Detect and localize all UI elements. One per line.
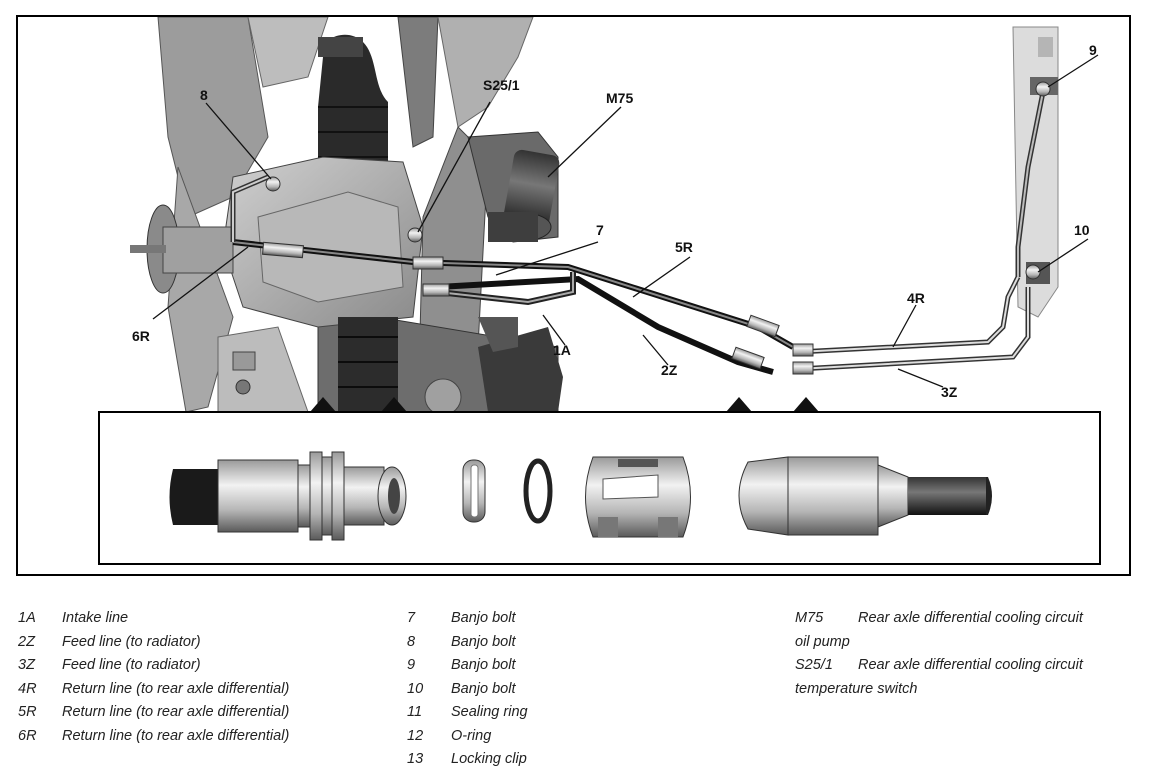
legend-text-continued: oil pump xyxy=(795,633,850,650)
legend-item: M75 Rear axle differential cooling circui… xyxy=(795,610,1083,634)
callout-1a: 1A xyxy=(553,342,571,358)
legend-text: Rear axle differential cooling circuit xyxy=(858,610,1083,626)
legend-item: 10 Banjo bolt xyxy=(407,681,528,705)
leader-lines xyxy=(152,54,1099,388)
legend-item: S25/1 Rear axle differential cooling circ… xyxy=(795,657,1083,681)
callout-2z: 2Z xyxy=(661,362,678,378)
sealing-ring xyxy=(462,459,486,523)
callout-7: 7 xyxy=(596,222,604,238)
legend-code: 5R xyxy=(18,704,37,720)
legend-code: 4R xyxy=(18,680,37,697)
legend-text: Feed line (to radiator) xyxy=(62,633,201,650)
legend-item: 7 Banjo bolt xyxy=(407,610,528,634)
legend-item: 6R Return line (to rear axle differential… xyxy=(18,728,289,752)
legend-item: 8 Banjo bolt xyxy=(407,634,528,658)
legend-code: 2Z xyxy=(18,633,35,650)
legend-item: 3Z Feed line (to radiator) xyxy=(18,657,289,681)
callout-9: 9 xyxy=(1089,42,1097,58)
line-fittings xyxy=(262,81,1051,375)
callout-3z: 3Z xyxy=(941,384,958,400)
legend-code: 10 xyxy=(407,680,424,697)
diagram-frame: 8 S25/1 M75 9 7 5R 10 4R 6R 1A 2Z 3Z 11 … xyxy=(16,15,1131,576)
legend-text: Return line (to rear axle differential) xyxy=(62,727,290,744)
legend-code: 11 xyxy=(407,704,423,720)
connector-detail-inset xyxy=(98,397,1101,565)
legend-text: Return line (to rear axle differential) xyxy=(62,680,290,697)
oil-pump-m75 xyxy=(467,131,560,243)
callout-s25-1: S25/1 xyxy=(483,77,520,93)
legend-text: Banjo bolt xyxy=(451,657,516,673)
legend-code: 13 xyxy=(407,751,424,767)
legend-text: Locking clip xyxy=(451,751,527,767)
callout-5r: 5R xyxy=(675,239,693,255)
legend-code: 9 xyxy=(407,657,416,673)
legend-item-continuation: oil pump xyxy=(795,634,1083,658)
legend-item-continuation: temperature switch xyxy=(795,681,1083,705)
legend-item: 4R Return line (to rear axle differential… xyxy=(18,681,289,705)
legend-text: Return line (to rear axle differential) xyxy=(62,704,290,720)
o-ring xyxy=(523,458,553,524)
callout-8: 8 xyxy=(200,87,208,103)
legend-text: Rear axle differential cooling circuit xyxy=(858,657,1083,673)
legend-item: 9 Banjo bolt xyxy=(407,657,528,681)
legend-text: Intake line xyxy=(62,610,129,626)
callout-m75: M75 xyxy=(606,90,633,106)
callout-6r: 6R xyxy=(132,328,150,344)
diagram-illustration: 8 S25/1 M75 9 7 5R 10 4R 6R 1A 2Z 3Z 11 … xyxy=(98,17,1101,565)
legend-text: Banjo bolt xyxy=(451,680,516,697)
legend-text: Banjo bolt xyxy=(451,633,516,650)
legend-code: 8 xyxy=(407,633,416,650)
legend-item: 1A Intake line xyxy=(18,610,289,634)
rear-axle-assembly xyxy=(130,17,563,416)
legend-code: S25/1 xyxy=(795,657,833,673)
legend-text-continued: temperature switch xyxy=(795,680,918,697)
callout-4r: 4R xyxy=(907,290,925,306)
legend-code: 1A xyxy=(18,610,36,626)
legend-item: 13 Locking clip xyxy=(407,751,528,775)
legend-code: 6R xyxy=(18,727,37,744)
callout-10: 10 xyxy=(1074,222,1090,238)
legend-item: 2Z Feed line (to radiator) xyxy=(18,634,289,658)
female-connector xyxy=(738,456,992,536)
legend-code: 3Z xyxy=(18,657,35,673)
legend-item: 12 O-ring xyxy=(407,728,528,752)
locking-clip xyxy=(585,456,691,538)
legend-text: Feed line (to radiator) xyxy=(62,657,201,673)
legend-item: 5R Return line (to rear axle differential… xyxy=(18,704,289,728)
legend-code: 7 xyxy=(407,610,416,626)
legend-text: O-ring xyxy=(451,727,492,744)
male-connector xyxy=(169,451,407,541)
legend-text: Sealing ring xyxy=(451,704,528,720)
legend-code: 12 xyxy=(407,727,424,744)
legend-code: M75 xyxy=(795,610,824,626)
legend-text: Banjo bolt xyxy=(451,610,516,626)
legend-item: 11 Sealing ring xyxy=(407,704,528,728)
